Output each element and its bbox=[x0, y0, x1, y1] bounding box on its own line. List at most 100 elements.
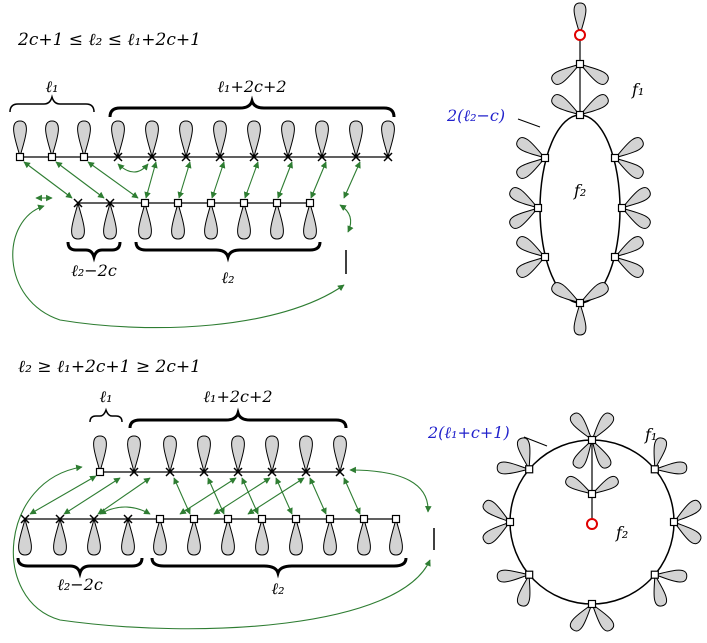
bottom-brace-right bbox=[128, 407, 348, 429]
petal bbox=[573, 302, 587, 336]
petal bbox=[127, 435, 141, 473]
petal bbox=[153, 518, 167, 556]
cross-vertex bbox=[113, 152, 123, 162]
petal bbox=[614, 236, 644, 258]
petal bbox=[231, 435, 245, 473]
petal bbox=[482, 521, 511, 544]
petal bbox=[389, 518, 403, 556]
short-arrow bbox=[339, 204, 354, 233]
square-vertex bbox=[575, 298, 585, 308]
bottom-brace-bottom-right-label: ℓ₂ bbox=[271, 579, 284, 598]
petal bbox=[573, 2, 587, 36]
matching-arrow bbox=[277, 161, 293, 199]
bottom-panel: ℓ₂ ≥ ℓ₁+2c+1 ≥ 2c+1 ℓ₁ ℓ₁+2c+2 ℓ₂−2c ℓ₂ … bbox=[12, 357, 702, 632]
square-vertex bbox=[155, 514, 165, 524]
matching-arrow bbox=[275, 477, 293, 515]
cross-vertex bbox=[215, 152, 225, 162]
bottom-row-brace-left bbox=[66, 241, 122, 263]
petal bbox=[111, 120, 125, 158]
petal bbox=[509, 187, 539, 209]
bottom-brace-right-label: ℓ₁+2c+2 bbox=[203, 387, 272, 406]
petal bbox=[516, 137, 546, 159]
bottom-face-annotation: 2(ℓ₁+c+1) bbox=[427, 423, 510, 442]
bottom-upper-chain bbox=[93, 435, 347, 477]
top-face-annotation: 2(ℓ₂−c) bbox=[446, 106, 505, 125]
square-vertex bbox=[587, 599, 597, 609]
square-vertex bbox=[650, 570, 659, 579]
petal bbox=[357, 518, 371, 556]
petal bbox=[121, 518, 135, 556]
petal bbox=[516, 236, 546, 258]
square-vertex bbox=[305, 198, 315, 208]
petal bbox=[579, 94, 609, 116]
square-vertex bbox=[587, 435, 597, 445]
petal bbox=[654, 569, 688, 583]
top-brace-right-label: ℓ₁+2c+2 bbox=[217, 77, 286, 96]
petal bbox=[496, 461, 530, 475]
petal bbox=[333, 435, 347, 473]
petal bbox=[496, 569, 530, 583]
square-vertex bbox=[669, 517, 679, 527]
petal bbox=[591, 603, 614, 632]
petal bbox=[179, 120, 193, 158]
petal bbox=[197, 435, 211, 473]
petal bbox=[53, 518, 67, 556]
matching-arrow bbox=[97, 477, 151, 515]
petal bbox=[323, 518, 337, 556]
petal bbox=[551, 282, 581, 304]
bottom-brace-left bbox=[89, 407, 123, 423]
petal bbox=[299, 435, 313, 473]
square-vertex bbox=[575, 110, 585, 120]
top-face-outer-label: f₁ bbox=[631, 80, 644, 99]
matching-arrow bbox=[309, 477, 327, 515]
square-vertex bbox=[391, 514, 401, 524]
cross-vertex bbox=[283, 152, 293, 162]
petal bbox=[579, 63, 609, 85]
petal bbox=[614, 256, 644, 278]
square-vertex bbox=[15, 152, 25, 162]
top-upper-chain bbox=[13, 120, 395, 162]
petal bbox=[516, 256, 546, 278]
square-vertex bbox=[206, 198, 216, 208]
top-condition-label: 2c+1 ≤ ℓ₂ ≤ ℓ₁+2c+1 bbox=[17, 30, 201, 50]
matching-arrow bbox=[87, 161, 139, 199]
petal bbox=[482, 500, 511, 523]
petal bbox=[221, 518, 235, 556]
matching-arrow bbox=[117, 163, 149, 173]
square-vertex bbox=[189, 514, 199, 524]
matching-arrow bbox=[177, 161, 192, 199]
petal bbox=[614, 157, 644, 179]
bottom-lower-chain bbox=[18, 514, 403, 556]
bottom-row-brace-left-2 bbox=[16, 557, 144, 579]
petal bbox=[265, 435, 279, 473]
loop-arrow bbox=[12, 204, 345, 329]
petal bbox=[565, 475, 593, 495]
bottom-brace-bottom-left-label: ℓ₂−2c bbox=[57, 575, 103, 594]
petal bbox=[163, 435, 177, 473]
matching-arrow bbox=[144, 161, 158, 199]
square-vertex bbox=[610, 252, 620, 262]
cross-vertex bbox=[55, 514, 65, 524]
petal bbox=[138, 202, 152, 240]
petal bbox=[71, 202, 85, 240]
matching-arrow bbox=[55, 161, 105, 199]
petal bbox=[281, 120, 295, 158]
petal bbox=[516, 157, 546, 179]
square-vertex bbox=[257, 514, 267, 524]
petal bbox=[591, 439, 612, 469]
petal bbox=[13, 120, 27, 158]
petal bbox=[171, 202, 185, 240]
square-vertex bbox=[291, 514, 301, 524]
bottom-row-brace-right bbox=[134, 241, 322, 263]
top-annotation-arrow bbox=[517, 118, 541, 128]
top-panel: 2c+1 ≤ ℓ₂ ≤ ℓ₁+2c+1 ℓ₁ ℓ₁+2c+2 ℓ₂−2c ℓ₂ … bbox=[9, 2, 651, 336]
square-vertex bbox=[575, 59, 585, 69]
petal bbox=[509, 207, 539, 229]
top-brace-bottom-right-label: ℓ₂ bbox=[221, 268, 234, 287]
matching-arrow bbox=[179, 477, 237, 515]
petal bbox=[653, 574, 668, 607]
petal bbox=[303, 202, 317, 240]
face-boundary bbox=[539, 114, 621, 304]
matching-arrow bbox=[29, 475, 97, 515]
